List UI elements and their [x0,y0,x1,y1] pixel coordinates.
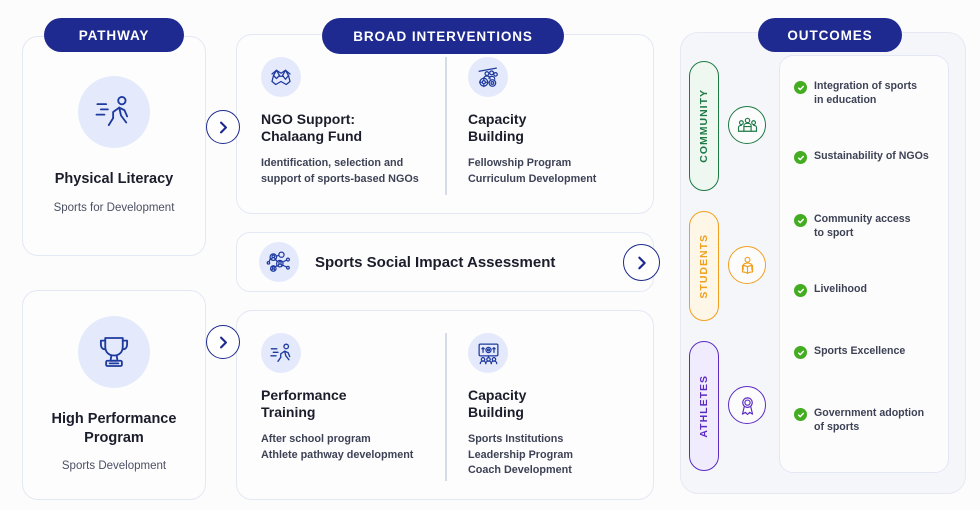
group-people-icon [728,106,766,144]
outcome-label: Government adoption of sports [814,407,925,433]
intervention-ngo-support[interactable]: NGO Support: Chalaang Fund Identificatio… [237,57,446,195]
outcome-category-athletes[interactable]: ATHLETES [689,341,719,471]
header-pill-outcomes-label: OUTCOMES [787,27,873,43]
outcome-category-community[interactable]: COMMUNITY [689,61,719,191]
intervention-title: Capacity Building [468,111,527,145]
outcome-list-item[interactable]: Community access to sport [794,213,944,241]
outcome-category-label: COMMUNITY [698,89,710,163]
band-title: Sports Social Impact Assessment [315,253,556,271]
pathway-card-physical-literacy[interactable]: Physical Literacy Sports for Development [22,36,206,256]
outcome-category-label: STUDENTS [698,233,710,299]
check-circle-icon [794,284,807,297]
outcome-list-item[interactable]: Livelihood [794,283,944,297]
network-nodes-icon [259,242,299,282]
check-circle-icon [794,81,807,94]
interventions-bottom-panel: Performance Training After school progra… [236,310,654,500]
outcome-list-item[interactable]: Sustainability of NGOs [794,150,944,164]
outcomes-panel: COMMUNITY STUDENTS [680,32,966,494]
header-pill-broad-interventions: BROAD INTERVENTIONS [322,18,564,54]
presentation-board-icon [468,333,508,373]
sports-social-impact-assessment-band[interactable]: Sports Social Impact Assessment [236,232,654,292]
header-pill-broad-interventions-label: BROAD INTERVENTIONS [353,28,533,44]
student-reading-icon [728,246,766,284]
panel-divider [445,333,447,481]
intervention-title: Performance Training [261,387,347,421]
intervention-capacity-building-top[interactable]: Capacity Building Fellowship Program Cur… [446,57,653,195]
check-circle-icon [794,408,807,421]
intervention-title: NGO Support: Chalaang Fund [261,111,363,145]
outcome-label: Sports Excellence [814,345,906,357]
outcome-label: Community access to sport [814,213,911,239]
intervention-capacity-building-bottom[interactable]: Capacity Building Sports Institutions Le… [446,333,653,481]
pathway-card-subtitle: Sports for Development [53,201,175,214]
intervention-description: After school program Athlete pathway dev… [261,433,414,461]
running-person-icon [78,76,150,149]
intervention-performance-training[interactable]: Performance Training After school progra… [237,333,446,481]
chevron-right-icon[interactable] [623,244,660,281]
medal-ribbon-icon [728,386,766,424]
outcome-category-label: ATHLETES [698,374,710,438]
outcome-label: Livelihood [814,283,867,295]
pathway-card-title: Physical Literacy [54,171,174,188]
header-pill-outcomes: OUTCOMES [758,18,902,52]
outcome-category-students[interactable]: STUDENTS [689,211,719,321]
running-athlete-icon [261,333,301,373]
outcomes-list-card: Integration of sports in education Susta… [779,55,949,473]
pathway-card-subtitle: Sports Development [61,460,167,473]
intervention-title: Capacity Building [468,387,527,421]
check-circle-icon [794,214,807,227]
pathway-card-high-performance-program[interactable]: High Performance Program Sports Developm… [22,290,206,500]
intervention-description: Identification, selection and support of… [261,157,419,185]
check-circle-icon [794,151,807,164]
outcome-list-item[interactable]: Government adoption of sports [794,407,944,435]
check-circle-icon [794,346,807,359]
intervention-description: Sports Institutions Leadership Program C… [468,433,574,477]
header-pill-pathway: PATHWAY [44,18,184,52]
gears-people-icon [468,57,508,97]
outcome-label: Integration of sports in education [814,80,917,106]
interventions-top-panel: NGO Support: Chalaang Fund Identificatio… [236,34,654,214]
outcome-label: Sustainability of NGOs [814,150,929,162]
outcome-list-item[interactable]: Integration of sports in education [794,80,944,108]
chevron-right-icon[interactable] [206,325,240,359]
intervention-description: Fellowship Program Curriculum Developmen… [468,157,597,185]
header-pill-pathway-label: PATHWAY [78,27,150,43]
trophy-icon [78,315,150,388]
panel-divider [445,57,447,195]
handshake-icon [261,57,301,97]
pathway-card-title: High Performance Program [51,410,177,446]
chevron-right-icon[interactable] [206,110,240,144]
outcome-list-item[interactable]: Sports Excellence [794,345,944,359]
